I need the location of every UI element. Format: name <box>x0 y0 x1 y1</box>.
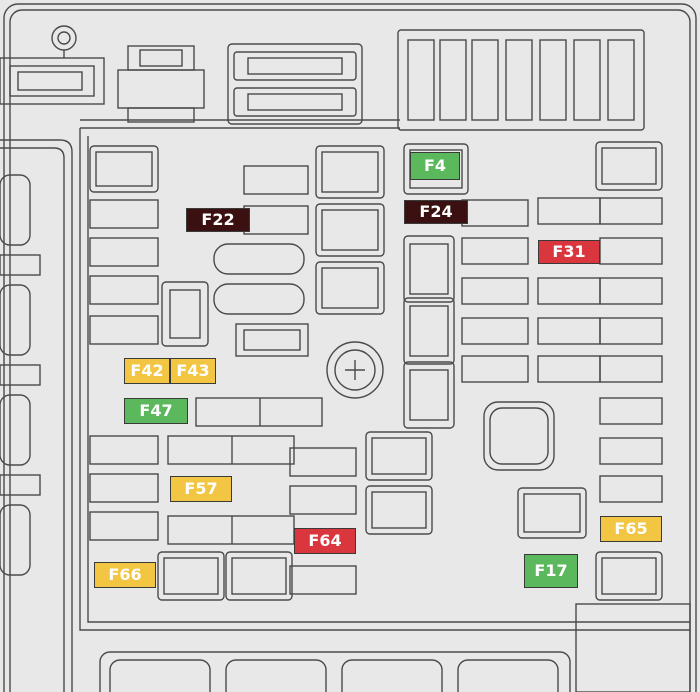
fuse-f64: F64 <box>294 528 356 554</box>
bottom-connectors <box>99 651 571 692</box>
fuse-f4: F4 <box>410 152 460 180</box>
lower-left-fuses <box>89 397 587 601</box>
fuse-f42: F42 <box>124 358 170 384</box>
middle-vertical-fuses <box>403 143 529 429</box>
top-fusible-links <box>227 43 363 125</box>
top-connector <box>117 45 205 123</box>
center-bolt <box>326 341 384 399</box>
left-relay-column <box>0 139 73 692</box>
fuse-f57: F57 <box>170 476 232 502</box>
fuse-f24: F24 <box>404 200 468 224</box>
base-plate-outline <box>79 128 690 631</box>
top-right-relays <box>397 29 645 131</box>
center-upper-fuses <box>213 145 385 357</box>
fuse-f22: F22 <box>186 208 250 232</box>
left-fuse-column <box>89 145 209 347</box>
housing-inner-outline <box>9 9 691 692</box>
base-plate-inner-outline <box>87 136 690 623</box>
fuse-f47: F47 <box>124 398 188 424</box>
fuse-f43: F43 <box>170 358 216 384</box>
fuse-f65: F65 <box>600 516 662 542</box>
fuse-f17: F17 <box>524 554 578 588</box>
right-fuse-grid <box>461 141 691 692</box>
housing-outline <box>3 3 697 692</box>
top-left-bracket <box>0 25 105 105</box>
fuse-f31: F31 <box>538 240 600 264</box>
fuse-f66: F66 <box>94 562 156 588</box>
